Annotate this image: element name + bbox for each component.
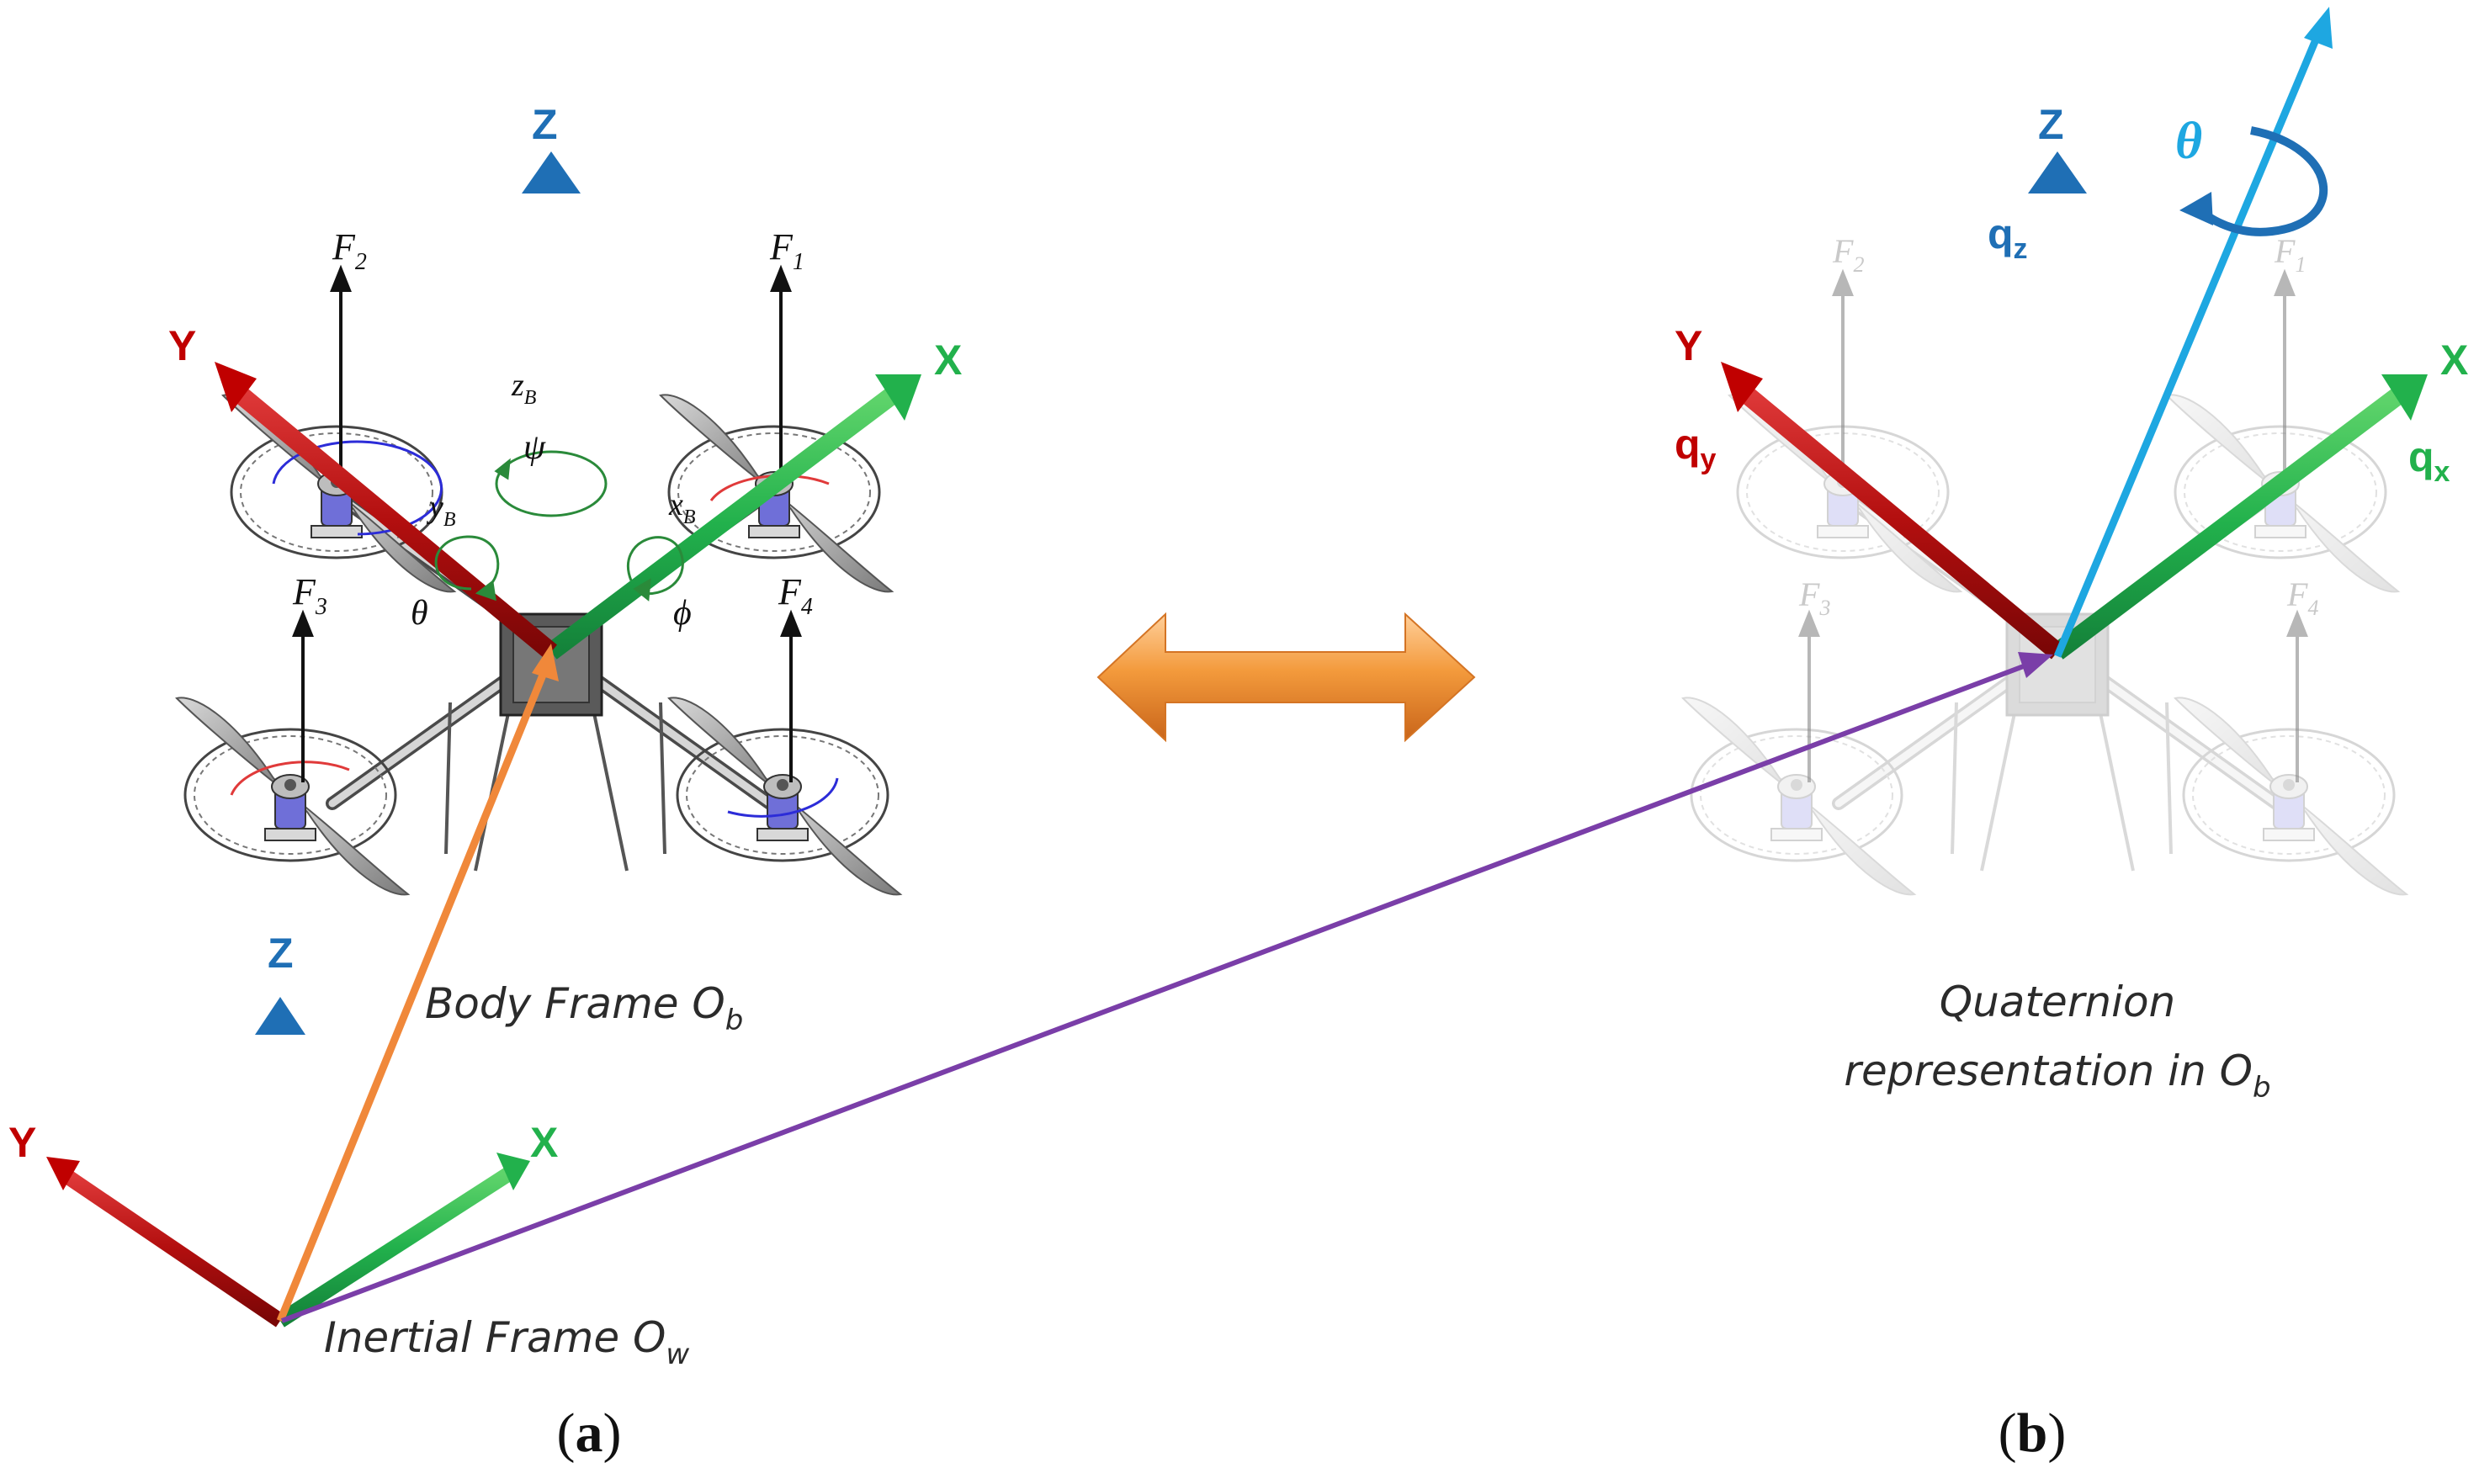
quat-z-label: Z xyxy=(2038,101,2064,148)
inertial-x-label: X xyxy=(530,1119,558,1166)
roll-rotation-arrow xyxy=(627,536,684,602)
panel-a-label: (a) xyxy=(557,1402,622,1464)
quat-z-axis xyxy=(2028,151,2087,660)
qz-label: qz xyxy=(1988,210,2028,265)
quat-y-axis xyxy=(1721,362,2064,660)
body-frame-caption: Body Frame Ob xyxy=(425,979,743,1037)
thrust-label-faded-f2: F2 xyxy=(1832,232,1864,277)
xb-label: xB xyxy=(668,487,696,528)
pitch-label: θ xyxy=(411,594,428,633)
inertial-frame-caption: Inertial Frame Ow xyxy=(324,1313,689,1371)
body-z-axis xyxy=(522,151,581,660)
quat-y-label: Y xyxy=(1675,322,1702,369)
thrust-label-f1: F1 xyxy=(769,226,804,275)
double-arrow-icon xyxy=(1096,612,1476,743)
body-x-axis xyxy=(545,374,921,660)
thrust-label-f4: F4 xyxy=(778,571,813,620)
thrust-arrows xyxy=(292,264,802,782)
inertial-y-axis xyxy=(46,1157,285,1328)
body-y-axis xyxy=(215,362,558,660)
yb-label: yB xyxy=(426,490,456,531)
inertial-y-label: Y xyxy=(8,1119,36,1166)
inertial-z-label: Z xyxy=(268,930,294,977)
thrust-label-faded-f3: F3 xyxy=(1798,575,1830,620)
quat-angle-rotation-arrow xyxy=(2179,126,2328,236)
body-y-label: Y xyxy=(168,322,196,369)
thrust-label-f3: F3 xyxy=(292,571,327,620)
panel-b-label: (b) xyxy=(1999,1402,2067,1464)
panel-b: F2 F1 F3 F4 X Y Z qx qy q xyxy=(280,7,2468,1464)
pitch-rotation-arrow xyxy=(434,535,500,602)
inertial-to-body-vector xyxy=(276,644,559,1322)
quat-x-label: X xyxy=(2440,337,2468,384)
inertial-z-axis xyxy=(255,997,305,1325)
body-x-label: X xyxy=(934,337,962,384)
thrust-label-faded-f1: F1 xyxy=(2274,232,2306,277)
thrust-label-faded-f4: F4 xyxy=(2286,575,2318,620)
body-z-label: Z xyxy=(532,101,558,148)
inertial-x-axis xyxy=(276,1153,530,1328)
panel-a: F2 F1 F3 F4 X Y Z zB yB xB xyxy=(8,101,962,1464)
yaw-rotation-arrow xyxy=(494,450,608,517)
qy-label: qy xyxy=(1675,421,1717,475)
thrust-label-f2: F2 xyxy=(332,226,367,275)
quaternion-caption-line2: representation in Ob xyxy=(1844,1047,2270,1105)
quat-angle-label: θ xyxy=(2175,113,2202,170)
inertial-to-quaternion-vector xyxy=(280,652,2053,1323)
thrust-arrows-faded xyxy=(1798,268,2308,782)
qx-label: qx xyxy=(2408,433,2450,488)
quaternion-caption-line1: Quaternion xyxy=(1940,978,2175,1026)
zb-label: zB xyxy=(511,368,537,409)
quat-x-axis xyxy=(2052,374,2428,660)
yaw-label: ψ xyxy=(523,428,546,467)
roll-label: ϕ xyxy=(673,594,692,633)
